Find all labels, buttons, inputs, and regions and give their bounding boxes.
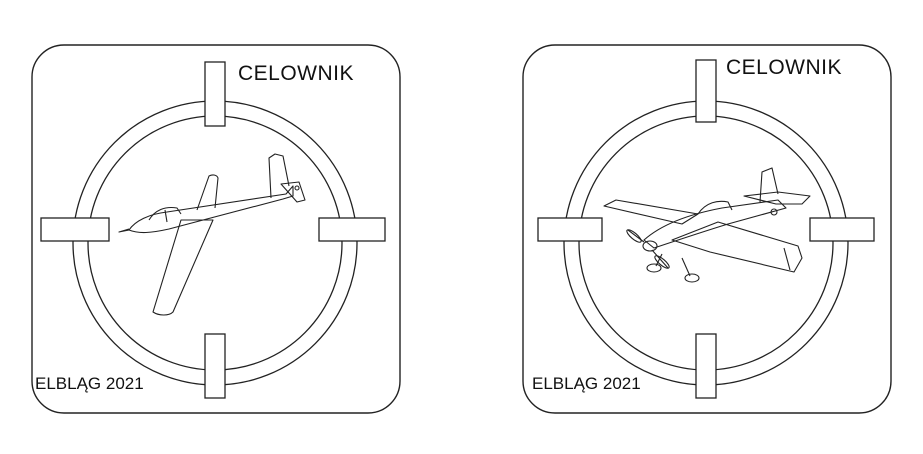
badge-aerobatic: CELOWNIK ELBLĄG 2021 [522, 44, 892, 414]
badge-glider-drawing [31, 44, 401, 414]
badge-footer: ELBLĄG 2021 [35, 374, 144, 393]
aerobatic-plane-icon [603, 167, 811, 283]
badge-title: CELOWNIK [726, 56, 843, 79]
badge-footer: ELBLĄG 2021 [532, 374, 641, 393]
crosshair-ticks [40, 61, 386, 399]
crosshair-ticks [537, 59, 875, 399]
badge-frame [31, 44, 401, 414]
badge-aerobatic-drawing [522, 44, 892, 414]
badge-glider: CELOWNIK ELBLĄG 2021 [31, 44, 401, 414]
glider-icon [118, 153, 306, 316]
badge-frame [522, 44, 892, 414]
badge-title: CELOWNIK [238, 62, 355, 85]
